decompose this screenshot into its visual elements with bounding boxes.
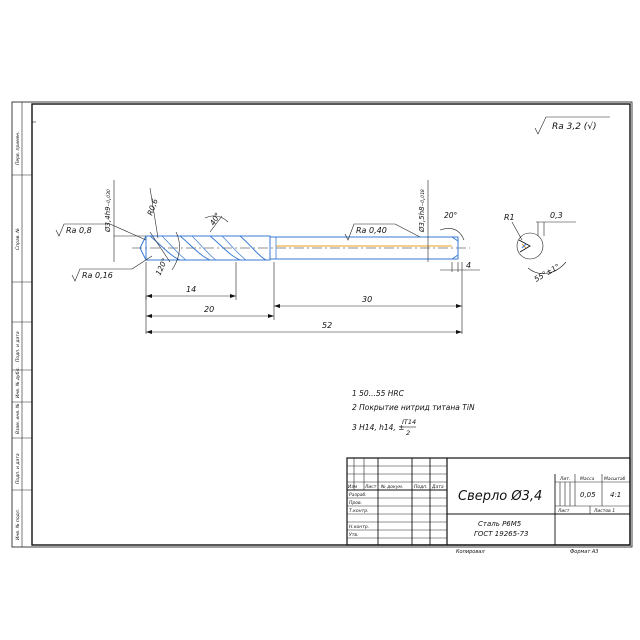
- dim-diameter-35: Ø3,5h8₋₀,₀₁₈: [418, 180, 429, 262]
- tb-material-1: Сталь Р6М5: [478, 520, 522, 528]
- dim-30: 30: [274, 262, 463, 334]
- detail-view: R1 0,3 55°±1°: [504, 211, 576, 284]
- tb-role-2: Т.контр.: [349, 508, 369, 514]
- side-label-1: Справ. №: [15, 228, 21, 250]
- dim-4-label: 4: [466, 261, 471, 270]
- dim-52: 52: [146, 321, 462, 334]
- dim-diameter-34: Ø3,4h9₋₀,₀₃₀: [104, 180, 146, 262]
- roughness-r040-label: Ra 0,40: [356, 226, 387, 235]
- drawing-frame: [11, 101, 633, 548]
- side-label-3: Инв. № дубл.: [15, 367, 21, 398]
- drill-view: [132, 235, 470, 261]
- general-roughness-label: Ra 3,2 (√): [552, 121, 597, 132]
- side-label-0: Перв. примен.: [15, 131, 21, 165]
- title-block: Изм Лист № докум. Подп. Дата Разраб. Про…: [346, 457, 631, 546]
- tb-sheets: Листов 1: [593, 508, 615, 514]
- tb-col-scale: Масштаб: [604, 476, 626, 482]
- dim-52-label: 52: [322, 321, 332, 330]
- angle-chamfer: 20°: [439, 211, 465, 241]
- tb-role-5: Утв.: [349, 532, 358, 538]
- tb-h-list: Лист: [364, 484, 377, 490]
- dim-14-label: 14: [186, 285, 196, 294]
- angle-chamfer-label: 20°: [444, 211, 458, 220]
- detail-r1-label: R1: [504, 213, 515, 222]
- tb-role-1: Пров.: [349, 500, 362, 506]
- note-3: 3 H14, h14, ±: [352, 423, 404, 432]
- roughness-r016-label: Ra 0,16: [82, 271, 113, 280]
- tb-h-sign: Подп.: [414, 484, 428, 490]
- note-3-num: IT14: [402, 418, 416, 426]
- dim-4: 4: [440, 261, 480, 272]
- dim-d34-label: Ø3,4h9₋₀,₀₃₀: [104, 189, 112, 233]
- roughness-r08-label: Ra 0,8: [66, 226, 92, 235]
- tb-h-doc: № докум.: [380, 484, 403, 490]
- tb-name: Сверло Ø3,4: [458, 489, 542, 504]
- side-label-2: Подп. и дата: [15, 331, 21, 362]
- tb-role-0: Разраб.: [349, 492, 367, 498]
- roughness-r016: Ra 0,16: [71, 255, 153, 282]
- side-label-4: Взам. инв. №: [15, 403, 21, 434]
- roughness-r040: Ra 0,40: [344, 223, 421, 241]
- note-1: 1 50...55 HRC: [352, 389, 405, 398]
- detail-angle-label: 55°±1°: [533, 262, 562, 284]
- radius-r06-label: R0,6: [145, 197, 159, 216]
- radius-r06: R0,6: [145, 187, 160, 239]
- detail-03-label: 0,3: [550, 211, 563, 220]
- dim-14: 14: [145, 262, 237, 300]
- technical-notes: 1 50...55 HRC 2 Покрытие нитрид титана T…: [352, 389, 475, 437]
- note-3-den: 2: [406, 429, 410, 437]
- tb-mass: 0,05: [580, 491, 596, 499]
- dim-30-label: 30: [362, 295, 372, 304]
- angle-helix: 40°: [204, 211, 229, 233]
- tb-col-mass: Масса: [580, 476, 595, 482]
- tb-material-2: ГОСТ 19265-73: [474, 530, 529, 538]
- tb-scale: 4:1: [610, 491, 621, 499]
- footer-format: Формат А3: [570, 549, 598, 555]
- dim-20-label: 20: [204, 305, 214, 314]
- side-strip: Перв. примен. Справ. № Подп. и дата Инв.…: [12, 102, 32, 547]
- tb-h-date: Дата: [431, 484, 444, 490]
- general-roughness: Ra 3,2 (√): [534, 116, 610, 135]
- footer-copied: Копировал: [456, 549, 485, 555]
- note-2: 2 Покрытие нитрид титана TiN: [352, 403, 475, 412]
- tb-sheet: Лист: [557, 508, 570, 514]
- roughness-r08: Ra 0,8: [55, 223, 147, 241]
- dim-d35-label: Ø3,5h8₋₀,₀₁₈: [418, 189, 426, 233]
- tb-h-izm: Изм: [348, 484, 358, 490]
- angle-helix-label: 40°: [208, 211, 223, 227]
- side-label-5: Подп. и дата: [15, 453, 21, 484]
- tb-role-4: Н.контр.: [349, 524, 369, 530]
- side-label-6: Инв. № подл.: [15, 509, 21, 540]
- footer-labels: Копировал Формат А3: [456, 549, 598, 555]
- dim-20: 20: [145, 262, 275, 334]
- tb-col-lit: Лит.: [559, 476, 570, 482]
